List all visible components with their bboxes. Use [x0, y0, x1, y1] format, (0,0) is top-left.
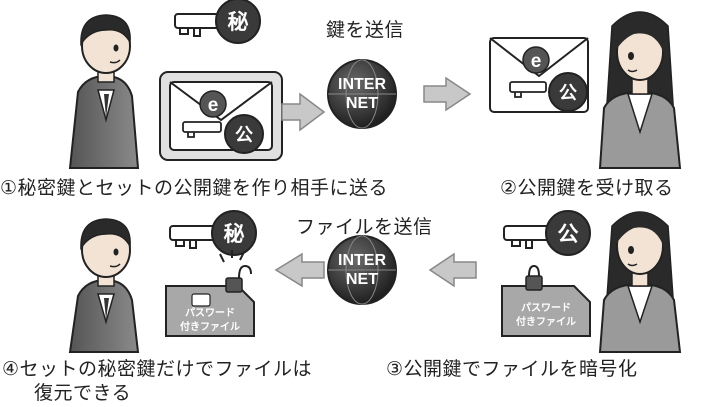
email-with-public-key: e 公	[159, 71, 283, 161]
secret-key-char: 秘	[228, 10, 249, 34]
send-key-label: 鍵を送信	[326, 19, 405, 41]
step1-caption: ①秘密鍵とセットの公開鍵を作り相手に送る	[0, 177, 389, 199]
receiver-person-top	[598, 11, 682, 169]
file-label-line2: 付きファイル	[516, 315, 576, 328]
internet-label-line2-b: NET	[346, 271, 378, 288]
received-email-icon: e 公	[489, 37, 589, 113]
step3-caption: ③公開鍵でファイルを暗号化	[386, 358, 638, 380]
decrypted-file-icon: パスワード 付きファイル	[165, 250, 255, 337]
secret-key-char-2: 秘	[224, 222, 245, 246]
public-key-char: 公	[235, 125, 253, 145]
public-key-char-3: 公	[558, 223, 579, 246]
receiver-person-bottom	[598, 211, 682, 353]
internet-label-line2: NET	[346, 95, 378, 112]
step4-caption-line2: 復元できる	[34, 382, 132, 404]
send-file-label: ファイルを送信	[296, 216, 433, 238]
step2-caption: ②公開鍵を受け取る	[500, 177, 674, 199]
encrypted-file-icon: パスワード 付きファイル	[501, 264, 591, 337]
arrow-left-1	[428, 252, 477, 288]
internet-label-line1-b: INTER	[338, 252, 386, 269]
email-char-2: e	[531, 51, 542, 72]
step4-caption-line1: ④セットの秘密鍵だけでファイルは	[2, 358, 313, 380]
internet-globe-icon-2: INTER NET	[327, 235, 397, 305]
public-key-char-2: 公	[559, 83, 577, 103]
file-label-line1-b: パスワード	[185, 307, 235, 319]
file-label-line2-b: 付きファイル	[180, 320, 240, 333]
arrow-right-2	[423, 76, 472, 112]
arrow-right-1	[281, 92, 326, 132]
internet-label-line1: INTER	[338, 76, 386, 93]
sender-person-bottom	[68, 218, 140, 353]
public-key-icon: 公	[503, 210, 591, 256]
file-label-line1: パスワード	[521, 302, 571, 314]
email-char: e	[208, 95, 219, 116]
secret-key-icon-2: 秘	[169, 210, 257, 256]
secret-key-icon: 秘	[174, 0, 261, 44]
arrow-left-2	[274, 252, 325, 288]
internet-globe-icon: INTER NET	[327, 59, 397, 129]
sender-person-top	[68, 14, 140, 169]
